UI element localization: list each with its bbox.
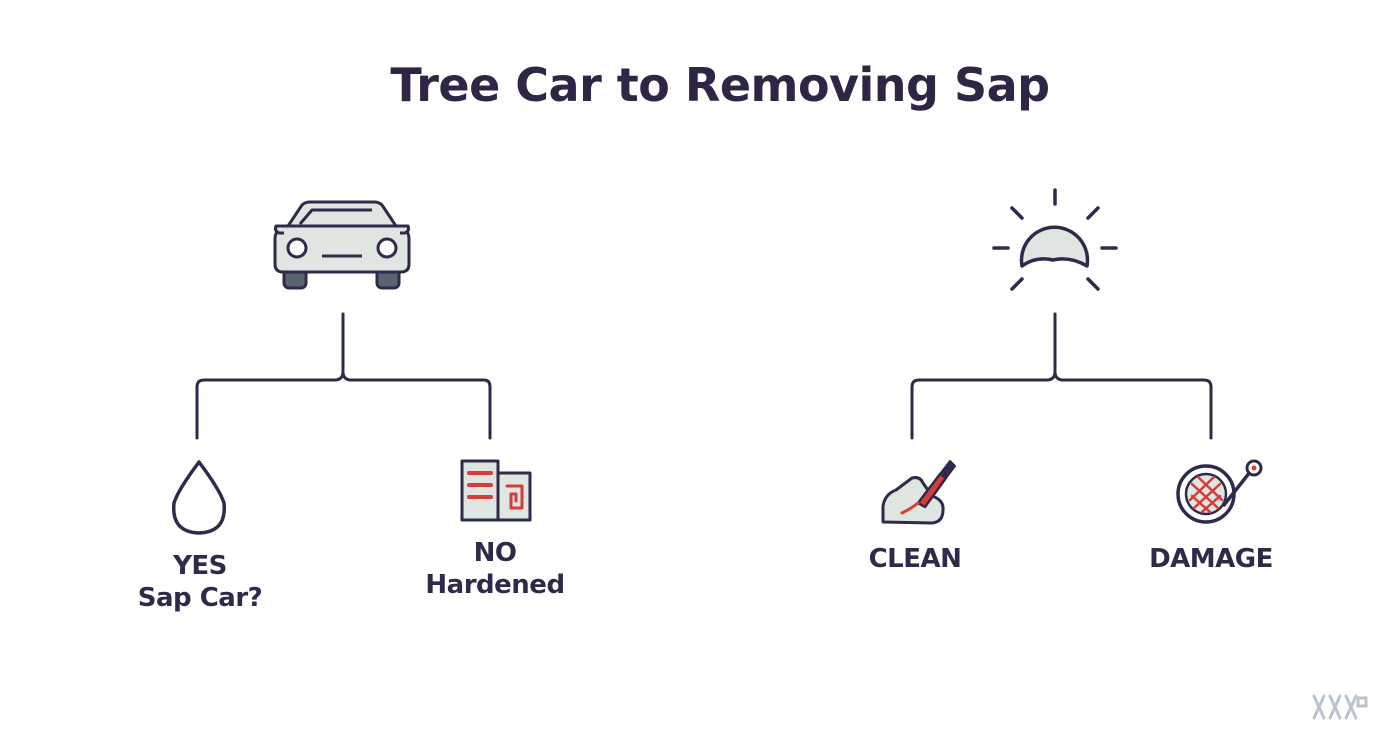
yes-branch-label: YES Sap Car?: [120, 550, 280, 614]
yes-branch-line2: Sap Car?: [137, 583, 263, 613]
car-icon: [273, 200, 411, 290]
car-headlight-right: [376, 237, 398, 259]
damage-branch-label: DAMAGE: [1149, 544, 1273, 574]
car-windshield: [298, 208, 372, 225]
car-headlight-left: [286, 237, 308, 259]
damage-inner-disc: [1184, 472, 1228, 516]
no-branch-label: NO Hardened: [405, 537, 585, 601]
clean-sap-streak: [900, 501, 920, 515]
left-root-stem: [195, 312, 345, 440]
sap-drop-icon: [171, 460, 227, 535]
right-right-branch: [1053, 370, 1213, 440]
sun-rays: [992, 188, 1118, 291]
car-mirror-left: [273, 224, 288, 235]
watermark-logo-icon: [1312, 694, 1368, 720]
clean-branch-label: CLEAN: [868, 544, 962, 574]
left-tree-connectors: [195, 312, 492, 440]
no-branch-line1: NO: [473, 538, 517, 568]
diagram-title: Tree Car to Removing Sap: [390, 58, 1050, 112]
clean-hand: [881, 476, 945, 525]
right-tree-connectors: [910, 312, 1213, 440]
hardened-sap-icon: [460, 459, 532, 522]
sun-icon: [992, 188, 1118, 291]
damage-probe-handle: [1222, 470, 1252, 507]
left-right-branch: [341, 370, 492, 440]
hardened-back-panel: [496, 471, 532, 522]
no-branch-line2: Hardened: [425, 570, 565, 600]
hardened-front-panel: [460, 459, 500, 522]
car-mirror-right: [396, 224, 411, 235]
clean-scraper-icon: [881, 460, 956, 525]
car-body: [273, 200, 411, 274]
damage-crack-grid: [1188, 475, 1224, 514]
sun-disc: [1019, 225, 1090, 268]
right-root-stem: [910, 312, 1057, 440]
damage-icon: [1176, 459, 1263, 524]
clean-tool-tip: [939, 460, 956, 479]
yes-branch-line1: YES: [173, 551, 227, 581]
